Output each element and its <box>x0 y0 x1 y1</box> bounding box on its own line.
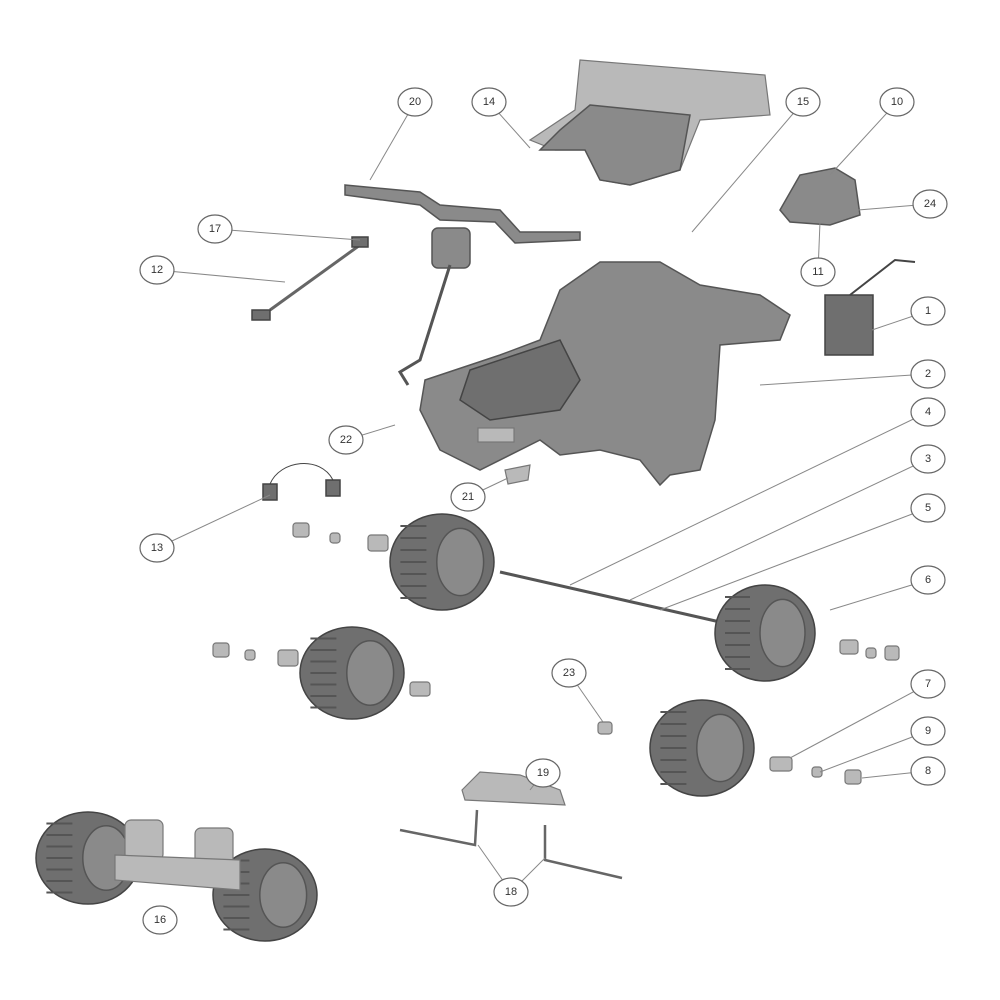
callout-number: 7 <box>925 678 931 690</box>
callout-5: 5 <box>910 493 946 523</box>
callout-12: 12 <box>139 255 175 285</box>
callout-number: 1 <box>925 305 931 317</box>
callout-18: 18 <box>493 877 529 907</box>
battery-part <box>824 258 916 356</box>
callout-number: 16 <box>154 914 166 926</box>
callout-23: 23 <box>551 658 587 688</box>
callout-number: 2 <box>925 368 931 380</box>
callout-24: 24 <box>912 189 948 219</box>
switch-part <box>262 463 341 501</box>
callout-3: 3 <box>910 444 946 474</box>
callout-11: 11 <box>800 257 836 287</box>
callout-number: 23 <box>563 667 575 679</box>
callout-number: 12 <box>151 264 163 276</box>
callout-number: 9 <box>925 725 931 737</box>
leader-line <box>829 101 898 176</box>
wheel <box>299 626 405 720</box>
callout-15: 15 <box>785 87 821 117</box>
leader-line <box>156 494 271 549</box>
leader-line <box>156 269 286 283</box>
callout-number: 5 <box>925 502 931 514</box>
callout-number: 19 <box>537 767 549 779</box>
callout-number: 4 <box>925 406 931 418</box>
callout-number: 17 <box>209 223 221 235</box>
bracket-rods-part <box>399 771 623 880</box>
wire-harness-part <box>251 236 369 321</box>
seat-part <box>528 59 771 186</box>
hub-parts <box>212 522 900 785</box>
leader-line <box>659 507 929 611</box>
callout-number: 11 <box>812 266 823 278</box>
callout-number: 3 <box>925 453 931 465</box>
callout-8: 8 <box>910 756 946 786</box>
callout-9: 9 <box>910 716 946 746</box>
bracket-part <box>504 464 531 485</box>
wheels <box>35 513 816 942</box>
wheel <box>389 513 495 611</box>
leader-line <box>629 458 929 601</box>
callout-13: 13 <box>139 533 175 563</box>
callout-7: 7 <box>910 669 946 699</box>
wheel <box>649 699 755 797</box>
callout-number: 14 <box>483 96 495 108</box>
callout-16: 16 <box>142 905 178 935</box>
callout-22: 22 <box>328 425 364 455</box>
callout-4: 4 <box>910 397 946 427</box>
handlebar-part <box>344 184 581 386</box>
callout-21: 21 <box>450 482 486 512</box>
leader-line <box>789 683 929 759</box>
leader-line <box>759 373 929 386</box>
wheel <box>714 584 816 682</box>
callout-number: 20 <box>409 96 421 108</box>
motor-part <box>779 167 861 226</box>
callout-number: 6 <box>925 574 931 586</box>
callout-number: 13 <box>151 542 163 554</box>
leader-line <box>691 101 804 233</box>
leader-line <box>819 730 929 773</box>
callout-19: 19 <box>525 758 561 788</box>
leader-line <box>214 228 361 241</box>
wheel <box>212 848 318 942</box>
callout-number: 10 <box>891 96 903 108</box>
trainer-assembly-part <box>114 819 241 891</box>
leader-line <box>569 411 929 586</box>
callout-20: 20 <box>397 87 433 117</box>
callout-10: 10 <box>879 87 915 117</box>
callout-number: 21 <box>462 491 474 503</box>
axle-part <box>499 570 721 624</box>
callout-number: 8 <box>925 765 931 777</box>
callout-1: 1 <box>910 296 946 326</box>
callout-number: 18 <box>505 886 517 898</box>
callout-14: 14 <box>471 87 507 117</box>
callout-number: 22 <box>340 434 352 446</box>
callout-number: 15 <box>797 96 809 108</box>
callout-6: 6 <box>910 565 946 595</box>
callout-2: 2 <box>910 359 946 389</box>
body-part <box>419 261 791 487</box>
callout-number: 24 <box>924 198 936 210</box>
callout-17: 17 <box>197 214 233 244</box>
